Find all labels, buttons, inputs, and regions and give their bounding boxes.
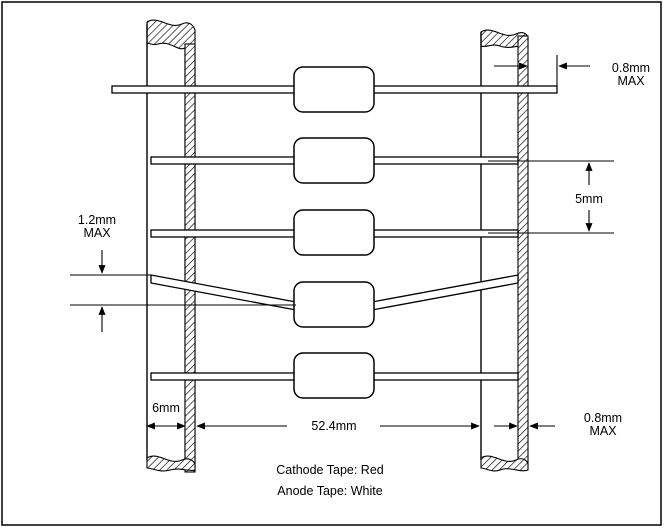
component-1: [111, 66, 558, 113]
component-4-right-lead: [371, 274, 519, 311]
cathode-tape-note: Cathode Tape: Red: [276, 463, 384, 477]
component-4: [150, 274, 519, 328]
tape-width-max: MAX: [589, 424, 617, 438]
lead-protrusion-value: 0.8mm: [612, 61, 650, 75]
tape-edge-value: 6mm: [152, 401, 180, 415]
left-tape-edge: [184, 43, 196, 473]
right-tape-bottom-hatch: [480, 455, 529, 472]
component-2-body: [293, 137, 375, 184]
dim-pitch: 5mm: [488, 160, 614, 234]
lead-offset-max: MAX: [83, 226, 111, 240]
lead-protrusion-max: MAX: [617, 74, 645, 88]
component-2: [150, 137, 519, 184]
right-tape-edge: [517, 35, 529, 467]
tape-width-value: 0.8mm: [584, 411, 622, 425]
component-3-body: [293, 209, 375, 256]
component-3: [150, 209, 519, 256]
component-4-body: [293, 281, 375, 328]
dim-tape-width: 0.8mm MAX: [494, 411, 622, 438]
component-5: [150, 352, 519, 399]
pitch-value: 5mm: [575, 192, 603, 206]
dim-lead-offset: 1.2mm MAX: [70, 213, 296, 332]
left-tape: [146, 19, 196, 473]
dim-tape-spacing: 52.4mm: [196, 419, 480, 433]
component-5-body: [293, 352, 375, 399]
anode-tape-note: Anode Tape: White: [277, 484, 382, 498]
component-1-body: [293, 66, 375, 113]
tape-spacing-value: 52.4mm: [311, 419, 356, 433]
right-tape: [480, 29, 529, 472]
dim-tape-edge: 6mm: [146, 401, 186, 430]
lead-offset-value: 1.2mm: [78, 213, 116, 227]
dim-lead-protrusion: 0.8mm MAX: [494, 55, 650, 88]
left-tape-bottom-hatch: [146, 455, 196, 472]
